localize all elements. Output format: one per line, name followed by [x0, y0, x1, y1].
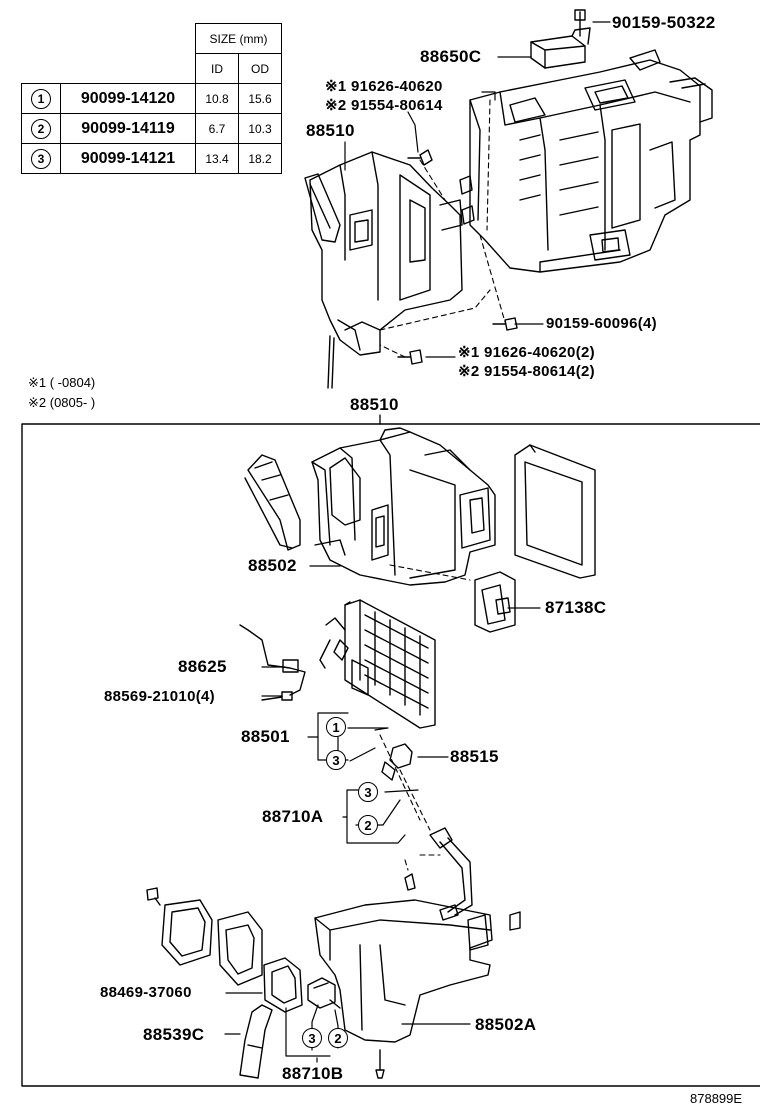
label-90159-60096[interactable]: 90159-60096(4) — [546, 315, 657, 332]
inner-diameter: 13.4 — [195, 143, 239, 174]
row-marker: 2 — [31, 118, 51, 139]
table-row: 2 90099-14119 6.7 10.3 — [21, 113, 282, 144]
label-88515[interactable]: 88515 — [450, 747, 499, 766]
outer-diameter: 15.6 — [238, 83, 282, 114]
label-88502a[interactable]: 88502A — [475, 1015, 537, 1034]
drain-pipe-illustration — [244, 454, 301, 551]
id-header: ID — [195, 53, 239, 84]
row-marker: 3 — [31, 148, 51, 169]
label-91626-40620-qty[interactable]: ※1 91626-40620(2) — [458, 344, 595, 361]
label-88710b[interactable]: 88710B — [282, 1064, 344, 1083]
case-88502-illustration — [311, 427, 496, 586]
table-header-row: SIZE (mm) — [22, 23, 282, 54]
hose-marker-88501-a: 1 — [326, 717, 346, 737]
part-number[interactable]: 90099-14119 — [60, 113, 196, 144]
label-88625[interactable]: 88625 — [178, 657, 227, 676]
table-row: 1 90099-14120 10.8 15.6 — [21, 83, 282, 114]
label-88502[interactable]: 88502 — [248, 556, 297, 575]
expansion-valve-88515-illustration — [381, 743, 413, 781]
label-91554-80614-qty[interactable]: ※2 91554-80614(2) — [458, 363, 595, 380]
cooling-unit-88510-top-illustration — [304, 151, 463, 389]
part-87138c-illustration — [474, 571, 516, 633]
production-date-note-2: ※2 (0805- ) — [28, 395, 96, 410]
row-marker: 1 — [31, 88, 51, 109]
inner-diameter: 6.7 — [195, 113, 239, 144]
top-assembly-guide-lines — [379, 99, 506, 358]
label-88539c[interactable]: 88539C — [143, 1025, 205, 1044]
hose-88539c-illustration — [239, 1004, 273, 1079]
assembly-group-frame — [21, 423, 760, 1087]
outer-diameter: 18.2 — [238, 143, 282, 174]
label-90159-50322[interactable]: 90159-50322 — [612, 13, 716, 32]
sensor-wire-88625-illustration — [239, 624, 306, 701]
size-header: SIZE (mm) — [195, 23, 282, 54]
hose-marker-88710b-b: 2 — [328, 1028, 348, 1048]
table-subheader-row: ID OD — [22, 53, 282, 84]
pipe-88710a-illustration — [404, 827, 473, 921]
label-87138c[interactable]: 87138C — [545, 598, 607, 617]
label-88510-top[interactable]: 88510 — [306, 121, 355, 140]
controller-88650c-illustration — [530, 9, 591, 69]
top-fasteners — [397, 149, 518, 365]
production-date-note-1: ※1 ( -0804) — [28, 375, 96, 390]
lower-case-88502a-illustration — [314, 899, 521, 1043]
hose-size-table: SIZE (mm) ID OD 1 90099-14120 10.8 15.6 … — [21, 23, 282, 174]
middle-assembly-guide-lines — [379, 564, 471, 871]
gasket-88469-illustration — [146, 887, 303, 1013]
label-91626-40620-top[interactable]: ※1 91626-40620 — [325, 78, 443, 95]
seal-frame-illustration — [514, 444, 596, 579]
label-91554-80614-top[interactable]: ※2 91554-80614 — [325, 97, 443, 114]
hose-marker-88501-b: 3 — [326, 750, 346, 770]
label-88510-box[interactable]: 88510 — [350, 395, 399, 414]
table-row: 3 90099-14121 13.4 18.2 — [21, 143, 282, 174]
hose-marker-88710a-b: 2 — [358, 815, 378, 835]
label-88710a[interactable]: 88710A — [262, 807, 324, 826]
label-88501[interactable]: 88501 — [241, 727, 290, 746]
hose-marker-88710b-a: 3 — [302, 1028, 322, 1048]
heater-case-illustration — [459, 49, 713, 273]
outer-diameter: 10.3 — [238, 113, 282, 144]
part-number[interactable]: 90099-14121 — [60, 143, 196, 174]
fitting-88710b-illustration — [307, 977, 385, 1079]
hose-marker-88710a-a: 3 — [358, 782, 378, 802]
diagram-code: 878899E — [690, 1091, 743, 1106]
evaporator-88501-illustration — [319, 599, 436, 729]
label-88569-21010[interactable]: 88569-21010(4) — [104, 688, 215, 705]
label-88650c[interactable]: 88650C — [420, 47, 482, 66]
top-leader-lines — [344, 21, 611, 358]
label-88469-37060[interactable]: 88469-37060 — [100, 984, 192, 1001]
